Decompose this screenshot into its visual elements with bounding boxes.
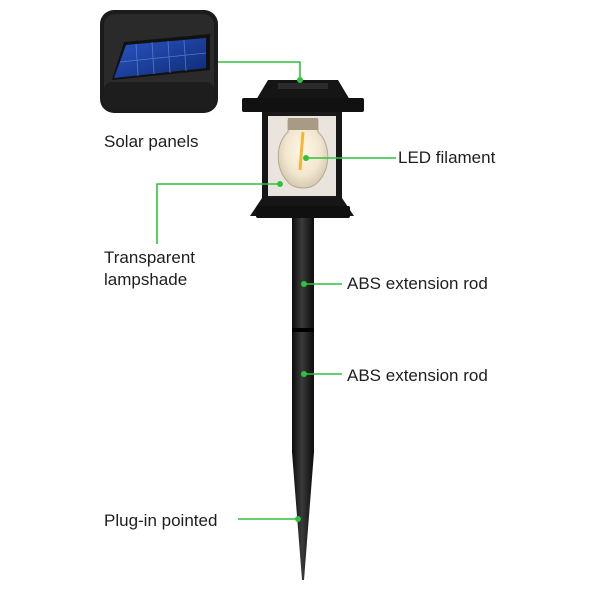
leader-dots bbox=[277, 77, 309, 522]
leader-lampshade bbox=[156, 183, 280, 244]
label-lampshade-line1: Transparent bbox=[104, 248, 196, 267]
abs-extension-rod-upper bbox=[292, 218, 314, 330]
leader-solar-panels bbox=[218, 61, 301, 80]
label-plug-in-pointed: Plug-in pointed bbox=[104, 511, 218, 530]
solar-lantern-stake-icon bbox=[242, 80, 364, 580]
label-led-filament: LED filament bbox=[398, 148, 496, 167]
lantern-roof-eave bbox=[242, 98, 364, 112]
lantern-base bbox=[256, 206, 350, 218]
label-abs-extension-rod-lower: ABS extension rod bbox=[347, 366, 488, 385]
solar-panel-closeup-icon bbox=[100, 10, 218, 113]
led-filament bbox=[298, 131, 305, 171]
led-bulb-icon bbox=[277, 118, 329, 189]
label-solar-panels: Solar panels bbox=[104, 132, 199, 151]
abs-extension-rod-lower bbox=[292, 332, 314, 452]
label-transparent-lampshade: Transparent lampshade bbox=[104, 247, 195, 291]
leader-lines bbox=[156, 61, 396, 520]
plug-in-spike bbox=[292, 452, 314, 580]
label-abs-extension-rod-upper: ABS extension rod bbox=[347, 274, 488, 293]
label-lampshade-line2: lampshade bbox=[104, 270, 188, 289]
